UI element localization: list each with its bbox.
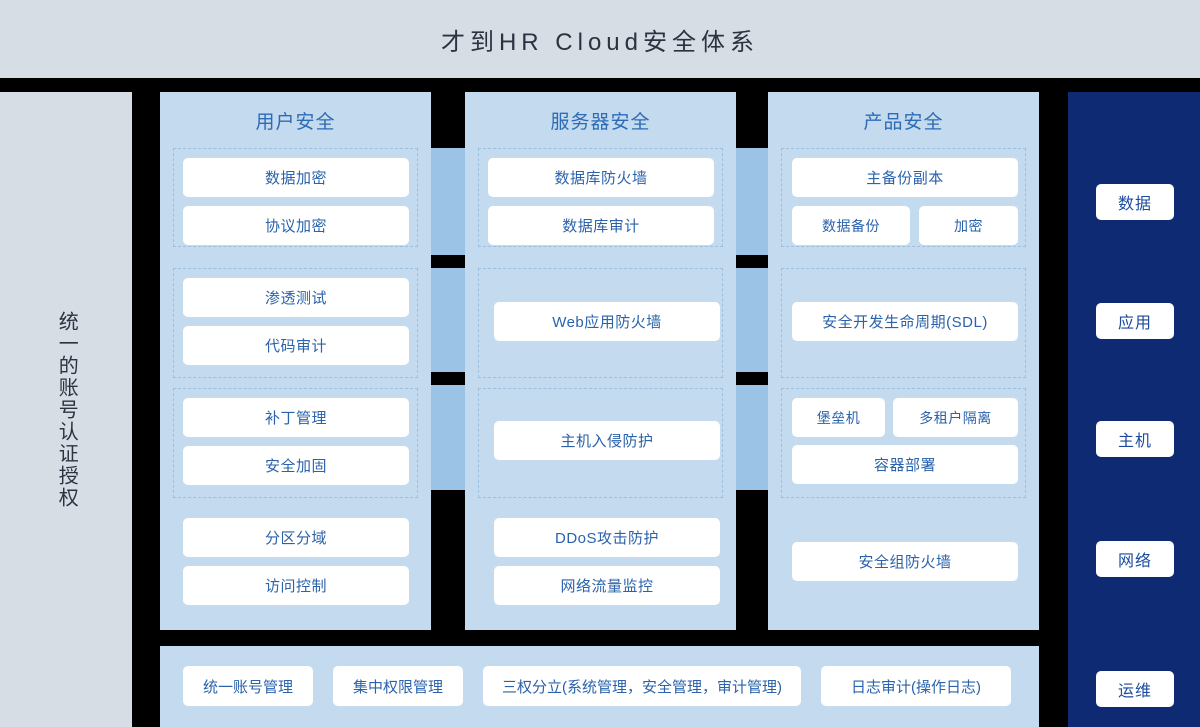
card-web-app-firewall[interactable]: Web应用防火墙 (494, 302, 720, 341)
rail-pill-host[interactable]: 主机 (1096, 421, 1174, 457)
page-title: 才到HR Cloud安全体系 (440, 28, 760, 56)
card-protocol-encryption[interactable]: 协议加密 (183, 206, 409, 245)
card-multi-tenant-isolation[interactable]: 多租户隔离 (893, 398, 1018, 437)
column-title-product-security: 产品安全 (863, 111, 944, 133)
card-encryption[interactable]: 加密 (919, 206, 1018, 245)
rail-pill-app[interactable]: 应用 (1096, 303, 1174, 339)
bottom-item-log-audit[interactable]: 日志审计(操作日志) (821, 666, 1011, 706)
left-rail-label: 统一的账号认证授权 (55, 310, 78, 509)
column-title-server-security: 服务器安全 (550, 111, 651, 133)
page-header: 才到HR Cloud安全体系 (0, 0, 1200, 78)
connector-row2-right (736, 268, 770, 372)
card-data-backup[interactable]: 数据备份 (792, 206, 910, 245)
card-access-control[interactable]: 访问控制 (183, 566, 409, 605)
band-user-row3 (173, 388, 418, 498)
connector-row2-left (431, 268, 465, 372)
card-network-traffic-monitor[interactable]: 网络流量监控 (494, 566, 720, 605)
rail-pill-ops[interactable]: 运维 (1096, 671, 1174, 707)
connector-row3-left (431, 385, 465, 490)
bottom-item-unified-account-management[interactable]: 统一账号管理 (183, 666, 313, 706)
card-zone-partition[interactable]: 分区分域 (183, 518, 409, 557)
card-data-encryption[interactable]: 数据加密 (183, 158, 409, 197)
band-product-row3 (781, 388, 1026, 498)
card-penetration-test[interactable]: 渗透测试 (183, 278, 409, 317)
band-product-row2 (781, 268, 1026, 378)
bottom-bar: 统一账号管理 集中权限管理 三权分立(系统管理，安全管理，审计管理) 日志审计(… (160, 646, 1039, 727)
band-product-row1 (781, 148, 1026, 247)
rail-pill-network[interactable]: 网络 (1096, 541, 1174, 577)
column-server-security: 服务器安全 数据库防火墙 数据库审计 Web应用防火墙 主机入侵防护 DDoS攻… (465, 92, 736, 630)
band-user-row2 (173, 268, 418, 378)
card-host-intrusion-protection[interactable]: 主机入侵防护 (494, 421, 720, 460)
card-code-audit[interactable]: 代码审计 (183, 326, 409, 365)
band-server-row3 (478, 388, 723, 498)
left-rail-unified-account: 统一的账号认证授权 (0, 92, 132, 727)
column-title-user-security: 用户安全 (255, 111, 336, 133)
card-database-firewall[interactable]: 数据库防火墙 (488, 158, 714, 197)
column-user-security: 用户安全 数据加密 协议加密 渗透测试 代码审计 补丁管理 安全加固 分区分域 … (160, 92, 431, 630)
card-database-audit[interactable]: 数据库审计 (488, 206, 714, 245)
card-ddos-protection[interactable]: DDoS攻击防护 (494, 518, 720, 557)
card-security-hardening[interactable]: 安全加固 (183, 446, 409, 485)
card-patch-management[interactable]: 补丁管理 (183, 398, 409, 437)
rail-pill-data[interactable]: 数据 (1096, 184, 1174, 220)
band-user-row1 (173, 148, 418, 247)
band-server-row2 (478, 268, 723, 378)
connector-row3-right (736, 385, 770, 490)
card-primary-backup-replica[interactable]: 主备份副本 (792, 158, 1018, 197)
right-rail-layers: 数据 应用 主机 网络 运维 (1068, 92, 1200, 727)
bottom-item-separation-of-duties[interactable]: 三权分立(系统管理，安全管理，审计管理) (483, 666, 801, 706)
bottom-item-centralized-permission-management[interactable]: 集中权限管理 (333, 666, 463, 706)
column-product-security: 产品安全 主备份副本 数据备份 加密 安全开发生命周期(SDL) 堡垒机 多租户… (768, 92, 1039, 630)
card-container-deployment[interactable]: 容器部署 (792, 445, 1018, 484)
connector-row1-left (431, 148, 465, 255)
connector-row1-right (736, 148, 770, 255)
card-sdl[interactable]: 安全开发生命周期(SDL) (792, 302, 1018, 341)
card-bastion-host[interactable]: 堡垒机 (792, 398, 885, 437)
band-server-row1 (478, 148, 723, 247)
card-security-group-firewall[interactable]: 安全组防火墙 (792, 542, 1018, 581)
